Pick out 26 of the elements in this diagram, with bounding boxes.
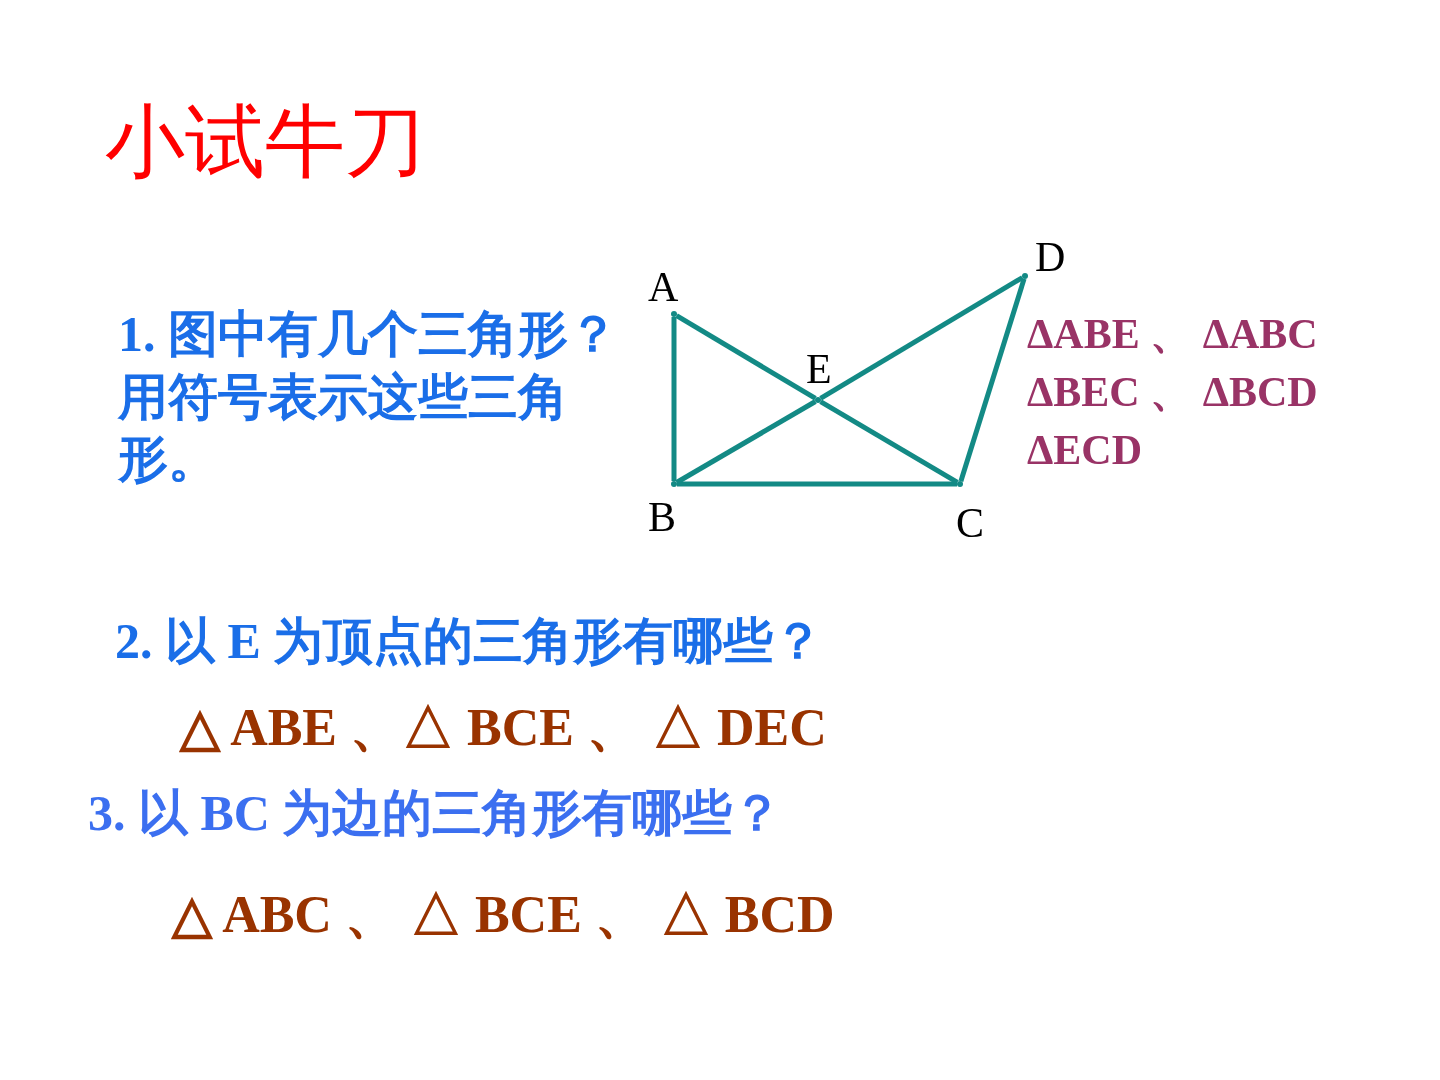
vertex-label: E <box>806 348 832 390</box>
line-segment <box>958 278 1027 482</box>
vertex-point <box>1022 273 1028 279</box>
answer-text: ΔBEC 、 ΔBCD <box>1027 368 1318 417</box>
answer-text: △ ABC 、 △ BCE 、 △ BCD <box>172 885 836 945</box>
line-segment <box>675 313 817 401</box>
vertex-point <box>671 311 677 317</box>
line-segment <box>819 399 959 485</box>
question-text: 3. 以 BC 为边的三角形有哪些？ <box>88 784 784 843</box>
line-segment <box>671 317 677 481</box>
question-text: 1. 图中有几个三角形？用符号表示这些三角形。 <box>118 305 619 489</box>
vertex-point <box>957 481 963 487</box>
answer-text: ΔECD <box>1027 426 1142 475</box>
line-segment <box>675 399 817 485</box>
answer-text: ΔABE 、 ΔABC <box>1027 310 1318 359</box>
answer-text: △ ABE 、△ BCE 、 △ DEC <box>180 698 827 758</box>
line-segment <box>819 275 1024 401</box>
vertex-point <box>815 397 821 403</box>
vertex-label: A <box>648 266 679 308</box>
vertex-label: D <box>1035 236 1066 278</box>
slide-title: 小试牛刀 <box>105 97 425 188</box>
vertex-label: B <box>648 496 676 538</box>
vertex-point <box>671 481 677 487</box>
question-text: 2. 以 E 为顶点的三角形有哪些？ <box>115 612 825 671</box>
vertex-label: C <box>956 502 984 544</box>
line-segment <box>677 481 957 487</box>
